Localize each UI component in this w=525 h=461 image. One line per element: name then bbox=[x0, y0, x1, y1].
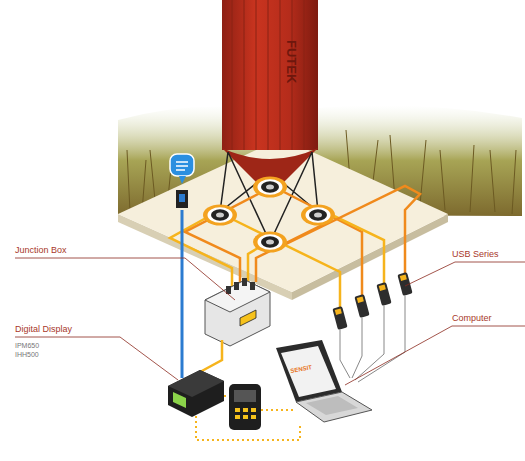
platform bbox=[118, 138, 448, 292]
model-number: IPM650 bbox=[15, 342, 39, 349]
bubble-tail bbox=[179, 176, 186, 184]
bubble-icon bbox=[170, 154, 194, 176]
handheld-display bbox=[229, 384, 261, 430]
load-cells bbox=[203, 177, 335, 253]
brand-text: FUTEK bbox=[285, 40, 298, 83]
data-links bbox=[196, 396, 300, 440]
callout-label: Computer bbox=[452, 314, 492, 323]
usb-cables bbox=[340, 296, 405, 382]
laptop bbox=[276, 340, 372, 422]
silo-legs bbox=[220, 152, 318, 238]
usb-modules bbox=[332, 272, 412, 330]
display-cable bbox=[200, 340, 222, 372]
callout-label: Junction Box bbox=[15, 246, 67, 255]
sensor-cables bbox=[170, 186, 420, 308]
junction-box bbox=[205, 278, 270, 346]
digital-display bbox=[168, 370, 224, 417]
callout-label: USB Series bbox=[452, 250, 499, 259]
leader-lines bbox=[15, 258, 525, 385]
sensor bbox=[176, 190, 188, 208]
callout-label: Digital Display bbox=[15, 325, 72, 334]
silo-ribs bbox=[232, 0, 304, 150]
model-number: IHH500 bbox=[15, 351, 39, 358]
blue-cable bbox=[181, 210, 184, 378]
bubble-lines bbox=[176, 162, 188, 170]
silo-body bbox=[222, 0, 318, 150]
sensor-face bbox=[179, 194, 185, 202]
